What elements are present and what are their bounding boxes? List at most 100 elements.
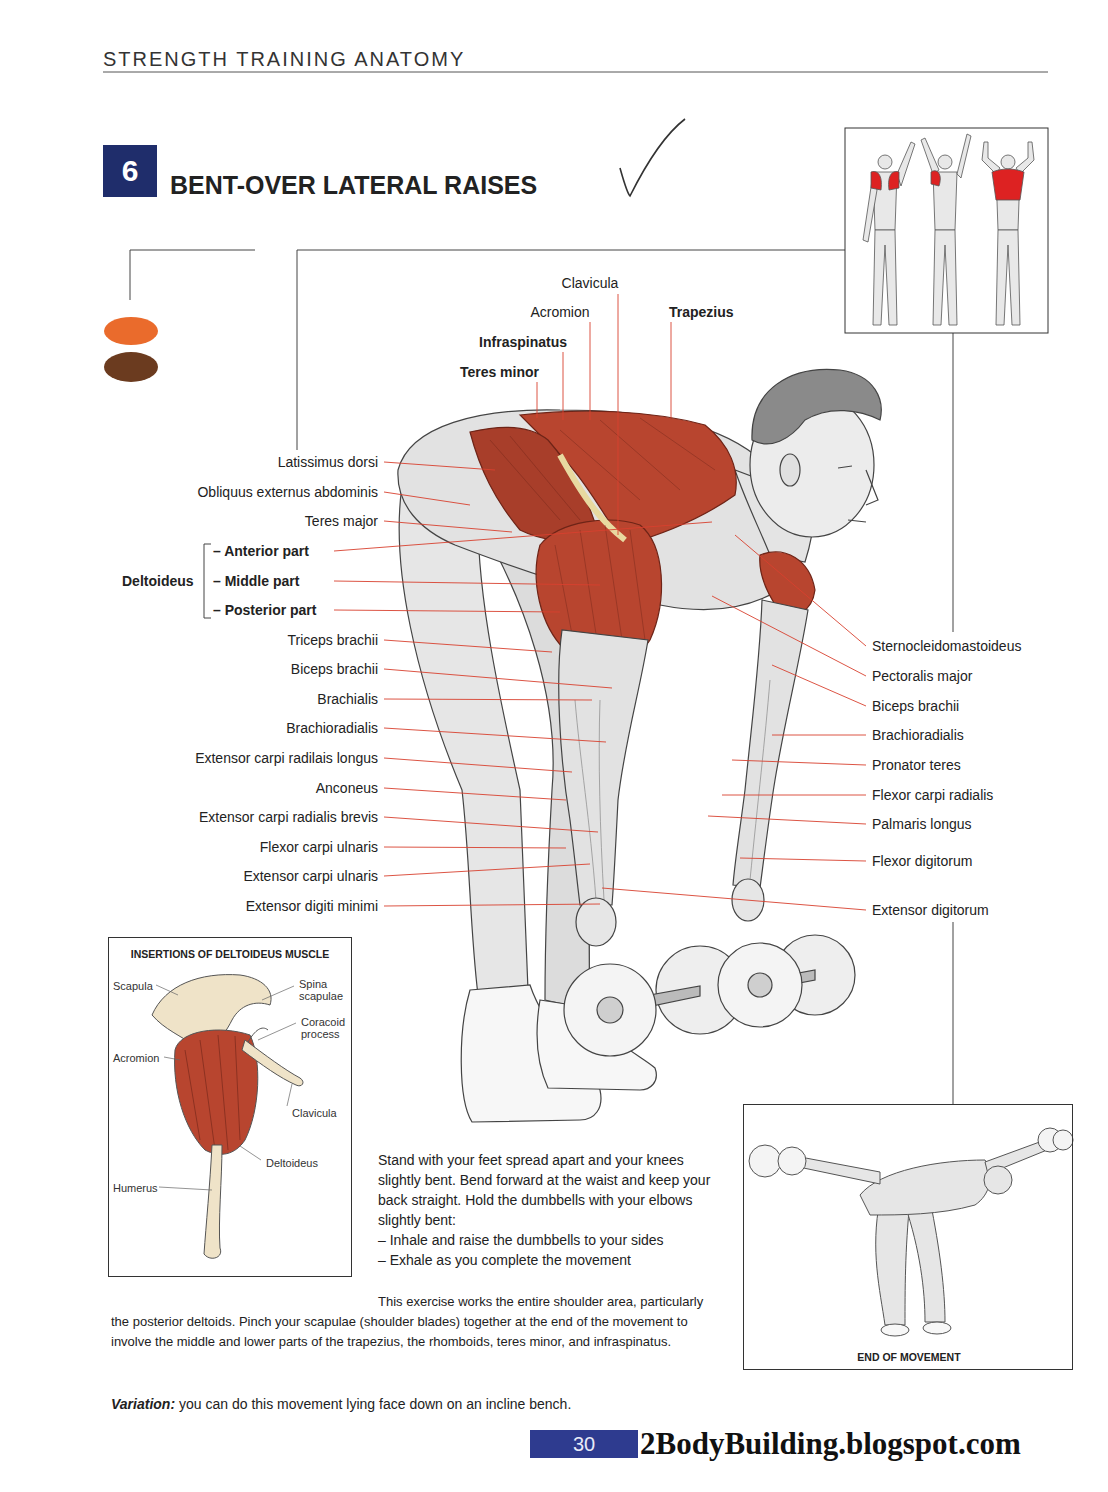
header-rule <box>103 72 1048 73</box>
figure-head <box>938 155 952 169</box>
figure-shoe <box>881 1324 909 1336</box>
muscle-label: Teres major <box>305 512 378 530</box>
guide-line <box>953 333 954 632</box>
muscle-label: Pectoralis major <box>872 667 972 685</box>
muscle-label: Deltoideus <box>266 1157 318 1169</box>
muscle-label: Extensor carpi ulnaris <box>243 867 378 885</box>
thumbnail-figure <box>982 142 1034 325</box>
figure-leg <box>905 1200 945 1322</box>
bone-label: Acromion <box>530 303 589 321</box>
scapula-spine <box>560 455 625 540</box>
muscle-fibres <box>490 418 715 660</box>
figure-face <box>838 466 878 522</box>
muscle-label: Extensor carpi radialis brevis <box>199 808 378 826</box>
dumbbell-hub <box>597 997 623 1023</box>
instruction-text: Stand with your feet spread apart and yo… <box>378 1150 723 1230</box>
instruction-step: – Exhale as you complete the movement <box>378 1250 723 1270</box>
muscle-label: Teres minor <box>460 363 539 381</box>
instruction-step: – Inhale and raise the dumbbells to your… <box>378 1230 723 1250</box>
figure-legs <box>996 230 1020 325</box>
watermark: 2BodyBuilding.blogspot.com <box>640 1426 1021 1462</box>
muscle-label: Brachioradialis <box>286 719 378 737</box>
muscle-label: Pronator teres <box>872 756 961 774</box>
figure-arm <box>559 630 648 905</box>
orange-dot <box>104 317 158 345</box>
figure-head <box>984 1166 1012 1194</box>
figure-arm <box>897 142 915 186</box>
bone-label: Clavicula <box>292 1107 337 1119</box>
muscle-part-label: – Posterior part <box>213 601 316 619</box>
guide-lines <box>130 250 953 1104</box>
muscle-label: Extensor digiti minimi <box>246 897 378 915</box>
inset-box: END OF MOVEMENT <box>743 1104 1073 1370</box>
bone-label: Acromion <box>113 1052 159 1064</box>
figure-leg <box>876 1200 910 1325</box>
figure-head <box>1001 155 1015 169</box>
inset-box: INSERTIONS OF DELTOIDEUS MUSCLEScapulaSp… <box>108 937 352 1277</box>
muscle-label: Flexor carpi ulnaris <box>260 838 378 856</box>
thumbnail-frame <box>845 128 1048 333</box>
muscle-label: Latissimus dorsi <box>278 453 378 471</box>
dumbbell-plate <box>1053 1130 1073 1150</box>
muscle-group-label: Deltoideus <box>122 572 194 590</box>
thumbnail-figure <box>863 142 915 325</box>
number-box: 6 <box>103 145 157 197</box>
humerus-bone <box>204 1145 222 1258</box>
bone-label: Clavicula <box>562 274 619 292</box>
highlighted-muscle <box>931 171 940 186</box>
figure-ear <box>780 454 800 486</box>
muscle-label: Palmaris longus <box>872 815 972 833</box>
figure-arm <box>921 138 939 174</box>
muscle-label: Extensor digitorum <box>872 901 989 919</box>
description-text: This exercise works the entire shoulder … <box>111 1292 716 1352</box>
box-caption: END OF MOVEMENT <box>857 1351 960 1364</box>
deltoid-inset-drawing <box>152 975 303 1259</box>
muscle-label: Obliquus externus abdominis <box>197 483 378 501</box>
figure-legs <box>933 230 957 325</box>
muscle-label: Biceps brachii <box>872 697 959 715</box>
dumbbell-plate <box>778 1147 806 1175</box>
figure-hair <box>752 369 881 444</box>
figure-arm <box>794 1156 880 1184</box>
muscle-fibres <box>185 1035 240 1150</box>
leader-lines <box>334 294 866 910</box>
muscle-label: Triceps brachii <box>287 631 378 649</box>
guide-line <box>953 922 954 1104</box>
muscle-label: Biceps brachii <box>291 660 378 678</box>
muscle-label: Infraspinatus <box>479 333 567 351</box>
dumbbell-plate <box>718 943 802 1027</box>
dumbbell-hub <box>748 973 772 997</box>
dumbbell-plate <box>749 1145 781 1177</box>
bone-label: Coracoid process <box>301 1016 349 1040</box>
inset-heading: INSERTIONS OF DELTOIDEUS MUSCLE <box>131 948 330 961</box>
dumbbell-plate <box>564 964 656 1056</box>
figure-arm <box>733 600 808 888</box>
muscle-part-label: – Anterior part <box>213 542 309 560</box>
variation-text: you can do this movement lying face down… <box>179 1394 571 1414</box>
variation-label: Variation: <box>111 1394 175 1414</box>
guide-line <box>130 250 255 300</box>
figure-torso <box>860 1160 990 1215</box>
highlighted-muscle <box>889 172 899 190</box>
muscle-label: Anconeus <box>316 779 378 797</box>
page-title: BENT-OVER LATERAL RAISES <box>170 170 537 200</box>
brown-dot <box>104 352 158 382</box>
muscle-label: Brachialis <box>317 690 378 708</box>
muscle-label: Sternocleidomastoideus <box>872 637 1021 655</box>
end-position-figure <box>749 1128 1073 1336</box>
thumbnail-figure <box>921 134 971 325</box>
highlighted-muscle <box>871 172 881 190</box>
muscle-label: Extensor carpi radilais longus <box>195 749 378 767</box>
highlighted-muscle <box>992 169 1024 200</box>
figure-legs <box>873 230 897 325</box>
page-number-bar: 30 <box>530 1430 638 1458</box>
bracket <box>204 544 211 618</box>
muscle-label: Trapezius <box>669 303 734 321</box>
muscle-label: Flexor digitorum <box>872 852 972 870</box>
figure-shoe <box>923 1322 951 1334</box>
bone-label: Humerus <box>113 1182 158 1194</box>
muscle-part-label: – Middle part <box>213 572 299 590</box>
bone-label: Spina scapulae <box>299 978 349 1002</box>
figure-head <box>878 155 892 169</box>
figure-arm <box>982 142 1000 174</box>
